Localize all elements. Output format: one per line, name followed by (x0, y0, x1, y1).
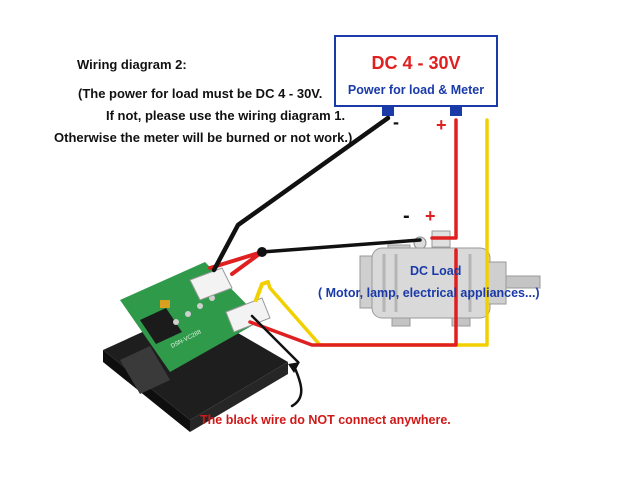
psu-voltage: DC 4 - 30V (371, 53, 461, 73)
psu-label: Power for load & Meter (347, 83, 485, 97)
meter-module: DSN-VC288 (103, 262, 288, 432)
wires (208, 115, 489, 408)
psu-terminals (382, 104, 462, 116)
psu-minus-sign: - (393, 112, 399, 132)
note-line-2: If not, please use the wiring diagram 1. (106, 108, 346, 123)
dc-load-title: DC Load (410, 264, 462, 278)
note-line-1: (The power for load must be DC 4 - 30V. (78, 86, 323, 101)
dc-motor-illustration (359, 230, 541, 327)
load-plus-sign: + (425, 206, 436, 226)
load-minus-sign: - (403, 205, 410, 227)
warning-note: The black wire do NOT connect anywhere. (200, 413, 451, 427)
psu-plus-sign: + (436, 115, 447, 135)
dc-load-description: ( Motor, lamp, electrical appliances...) (318, 286, 540, 300)
note-line-3: Otherwise the meter will be burned or no… (54, 130, 353, 145)
power-supply-box: DC 4 - 30V Power for load & Meter (334, 35, 498, 107)
wiring-diagram-title: Wiring diagram 2: (77, 57, 187, 72)
